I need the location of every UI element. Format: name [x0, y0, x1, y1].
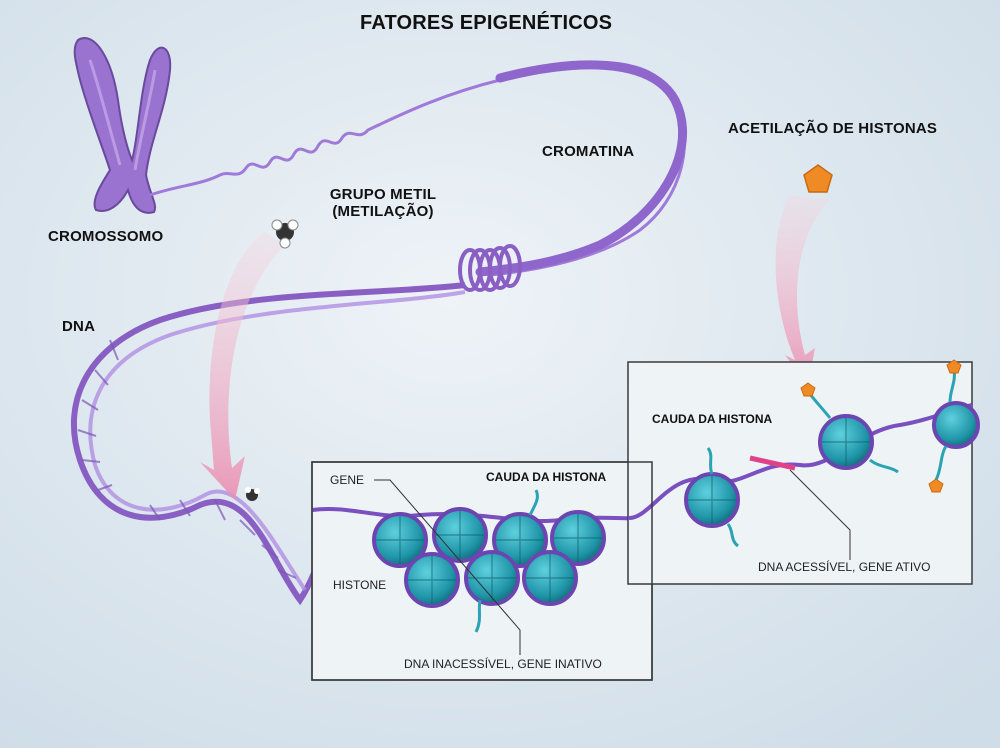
methyl-group-molecule-icon — [271, 219, 299, 249]
label-chromosome: CROMOSSOMO — [48, 228, 164, 245]
label-chromatin: CROMATINA — [542, 143, 635, 160]
chromatin-coil — [458, 244, 522, 292]
label-methyl-line1: GRUPO METIL — [329, 186, 437, 203]
label-dna: DNA — [62, 318, 96, 335]
thin-chromatin-strand — [149, 61, 686, 277]
diagram-title: FATORES EPIGENÉTICOS — [360, 12, 613, 34]
label-histone-tail-active: CAUDA DA HISTONA — [652, 412, 773, 426]
label-methyl-group: GRUPO METIL (METILAÇÃO) — [318, 186, 448, 220]
nucleosomes-inactive — [372, 489, 606, 633]
caption-inactive: DNA INACESSÍVEL, GENE INATIVO — [404, 657, 602, 671]
label-histone-tail-inactive: CAUDA DA HISTONA — [486, 470, 607, 484]
chromosome-shape — [73, 37, 172, 214]
panel-active-box — [627, 361, 973, 585]
acetylation-arrow — [775, 195, 830, 385]
label-gene: GENE — [330, 473, 365, 487]
nucleosomes-active — [684, 369, 980, 548]
acetyl-group-icon — [803, 164, 833, 193]
methyl-arrow — [200, 232, 285, 500]
label-methyl-line2: (METILAÇÃO) — [332, 203, 434, 220]
label-histone: HISTONE — [333, 578, 387, 592]
chromatin-fiber — [475, 60, 688, 277]
acetyl-groups-on-tails — [800, 359, 962, 493]
dna-rungs — [77, 339, 297, 579]
methyl-on-dna-icon — [245, 487, 260, 501]
leader-lines — [374, 469, 851, 655]
label-histone-acetylation: ACETILAÇÃO DE HISTONAS — [728, 120, 938, 137]
caption-active: DNA ACESSÍVEL, GENE ATIVO — [758, 560, 931, 574]
